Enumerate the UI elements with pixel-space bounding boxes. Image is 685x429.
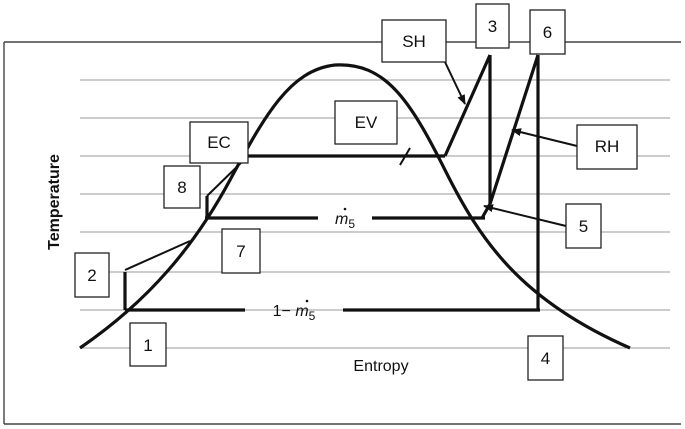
label-ec: EC (207, 133, 231, 152)
x-axis-label: Entropy (353, 358, 408, 375)
m5-flow-label: m5 (335, 211, 355, 231)
evaporator-tick (399, 147, 411, 166)
label-box-sh: SH (381, 19, 447, 63)
label-box-rh: RH (576, 124, 638, 170)
low-subscript: 5 (309, 309, 316, 323)
label-state-3: 3 (488, 17, 497, 36)
cycle-lines (123, 54, 540, 312)
m5-subscript: 5 (348, 217, 355, 231)
label-state-1: 1 (143, 336, 152, 355)
label-box-ev: EV (334, 100, 398, 145)
label-box-7: 7 (221, 228, 261, 274)
label-state-2: 2 (87, 266, 96, 285)
label-rh: RH (595, 137, 620, 156)
label-ev: EV (355, 113, 378, 132)
label-box-1: 1 (129, 322, 167, 367)
label-state-6: 6 (543, 23, 552, 42)
label-state-8: 8 (177, 178, 186, 197)
label-box-6: 6 (529, 9, 566, 55)
low-prefix: 1− (273, 303, 296, 320)
low-flow-label: 1− m5 (273, 303, 316, 323)
frame (3, 41, 681, 425)
label-state-7: 7 (236, 242, 245, 261)
label-box-3: 3 (475, 3, 510, 49)
label-box-4: 4 (527, 335, 564, 381)
saturation-dome (79, 63, 631, 350)
low-m5-dot (305, 299, 309, 303)
label-state-4: 4 (541, 349, 550, 368)
arrows (444, 61, 578, 227)
feed-heating-line (124, 240, 191, 271)
label-state-5: 5 (579, 217, 588, 236)
m5-symbol: m (335, 211, 348, 228)
low-symbol: m (295, 303, 308, 320)
rh-arrow (511, 128, 578, 147)
state-5-arrow (483, 204, 567, 227)
superheater-line (443, 54, 492, 157)
y-axis-label: Temperature (46, 154, 63, 250)
label-box-8: 8 (163, 165, 201, 209)
label-box-5: 5 (565, 203, 602, 249)
label-sh: SH (402, 32, 426, 51)
m5-dot (343, 207, 347, 211)
label-box-2: 2 (74, 252, 110, 298)
sh-arrow (444, 61, 466, 105)
label-box-ec: EC (189, 121, 249, 164)
